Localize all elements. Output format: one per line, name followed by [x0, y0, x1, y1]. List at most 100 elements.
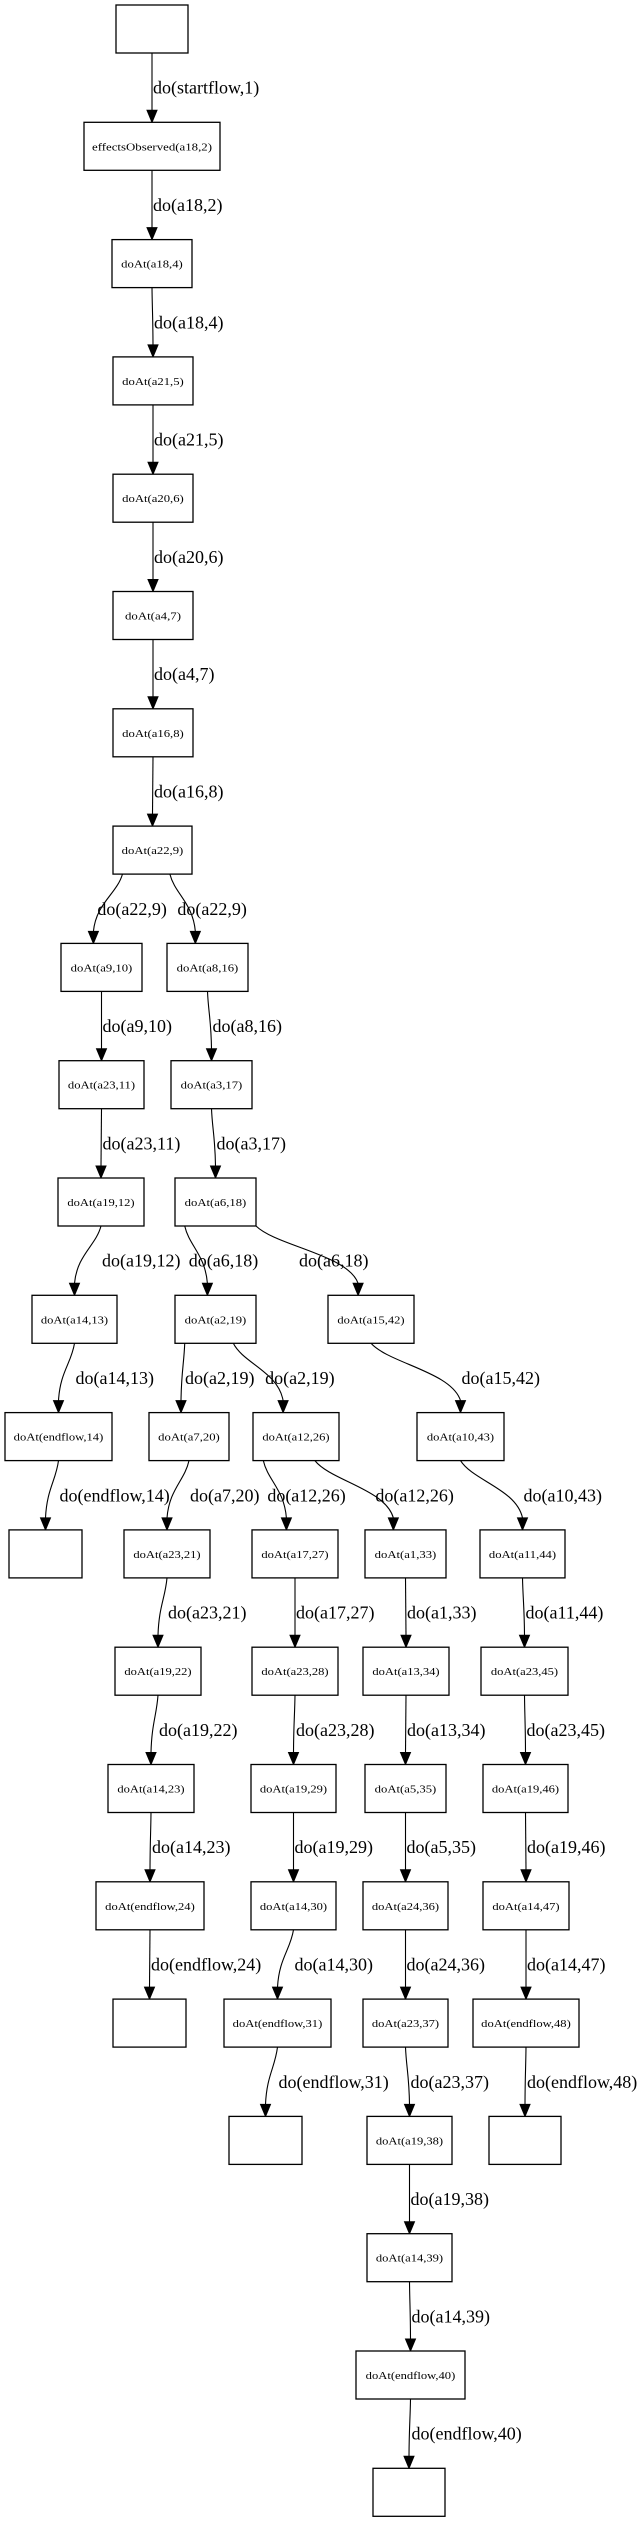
arrowhead-icon: [403, 2455, 415, 2470]
node-label: doAt(a19,22): [124, 1666, 192, 1678]
node-label: doAt(endflow,40): [366, 2370, 456, 2382]
graph-node: doAt(a3,17): [170, 1060, 253, 1110]
arrowhead-icon: [143, 1986, 156, 2001]
node-box: [372, 2467, 446, 2517]
edge-label: do(a2,19): [185, 1368, 254, 1389]
edge-label: do(a23,37): [411, 2072, 489, 2093]
graph-node: doAt(a14,30): [250, 1881, 337, 1931]
arrowhead-icon: [518, 1634, 531, 1649]
arrowhead-icon: [161, 1517, 173, 1532]
arrowhead-icon: [519, 1752, 532, 1766]
node-label: doAt(a22,9): [122, 845, 184, 857]
edge-label: do(a4,7): [154, 664, 214, 685]
edge-label: do(a19,46): [527, 1837, 605, 1858]
arrowhead-icon: [95, 1165, 107, 1180]
graph-node: doAt(a12,26): [252, 1411, 340, 1462]
edge-label: do(a23,21): [168, 1603, 246, 1624]
node-box: [366, 2115, 453, 2166]
node-box: [112, 708, 194, 758]
node-label: doAt(a21,5): [122, 376, 184, 388]
edge-label: do(a14,30): [295, 1954, 373, 1975]
arrowhead-icon: [454, 1400, 467, 1414]
node-box: [57, 1177, 145, 1227]
edge-line: [44, 1460, 60, 1518]
node-box: [111, 238, 193, 289]
edge-label: do(a24,36): [407, 1954, 485, 1975]
graph-node: doAt(a2,19): [174, 1294, 257, 1344]
graph-node-empty: [228, 2115, 303, 2166]
edge-label: do(endflow,24): [151, 1954, 261, 1975]
arrowhead-icon: [289, 1634, 301, 1649]
arrowhead-icon: [146, 109, 158, 124]
node-label: doAt(endflow,48): [481, 2018, 571, 2030]
edge-line: [100, 1108, 103, 1167]
node-box: [482, 1763, 569, 1814]
edge-label: do(a20,6): [154, 547, 223, 568]
edge-line: [73, 1225, 102, 1284]
edge-label: do(a18,2): [153, 195, 222, 216]
node-label: doAt(a4,7): [125, 611, 181, 623]
edge-label: do(a23,28): [296, 1720, 374, 1741]
node-box: [8, 1529, 83, 1579]
arrowhead-icon: [144, 1869, 156, 1884]
graph-node: doAt(a8,16): [166, 942, 249, 993]
arrowhead-icon: [520, 1869, 532, 1884]
graph-node-empty: [115, 4, 189, 54]
node-box: [148, 1411, 230, 1462]
arrowhead-icon: [280, 1517, 293, 1532]
edge-line: [184, 1225, 208, 1284]
arrowhead-icon: [145, 1752, 157, 1766]
arrowhead-icon: [147, 696, 159, 711]
node-label: doAt(a9,10): [71, 962, 133, 974]
node-label: doAt(a17,27): [261, 1549, 329, 1561]
edge-line: [460, 1460, 524, 1519]
node-label: doAt(endflow,24): [105, 1901, 195, 1913]
arrowhead-icon: [147, 461, 159, 476]
node-box: [174, 1177, 257, 1227]
graph-node: doAt(endflow,14): [4, 1411, 113, 1462]
graph-node: doAt(a17,27): [251, 1529, 339, 1579]
edges-layer: do(startflow,1)do(a18,2)do(a18,4)do(a21,…: [39, 53, 637, 2470]
node-box: [58, 1060, 145, 1110]
graph-node: doAt(a15,42): [327, 1294, 415, 1344]
edge-label: do(a19,22): [159, 1720, 237, 1741]
edge-label: do(endflow,14): [60, 1485, 170, 1506]
edge-line: [404, 1577, 407, 1636]
edge-label: do(a6,18): [299, 1251, 368, 1272]
node-box: [416, 1411, 505, 1462]
edge-label: do(a18,4): [154, 312, 223, 333]
node-label: doAt(a23,28): [261, 1666, 329, 1678]
node-box: [174, 1294, 257, 1344]
arrowhead-icon: [152, 1634, 164, 1649]
graph-node-empty: [8, 1529, 83, 1579]
arrowhead-icon: [209, 1165, 222, 1180]
node-box: [472, 1998, 580, 2048]
graph-node: doAt(a23,21): [123, 1529, 211, 1579]
node-box: [112, 1998, 187, 2048]
node-label: doAt(a7,20): [158, 1432, 220, 1444]
node-box: [112, 356, 194, 406]
arrowhead-icon: [189, 930, 202, 945]
edge-label: do(a11,44): [526, 1603, 604, 1624]
arrowhead-icon: [403, 2103, 416, 2118]
edge-line: [232, 1343, 284, 1401]
node-label: doAt(a11,44): [489, 1549, 557, 1561]
graph-node: doAt(a21,5): [112, 356, 194, 406]
node-label: doAt(a19,46): [492, 1784, 560, 1796]
node-box: [107, 1763, 195, 1814]
arrowhead-icon: [87, 930, 100, 945]
node-label: doAt(a6,18): [185, 1197, 247, 1209]
edge-label: do(a16,8): [154, 781, 223, 802]
node-box: [355, 2350, 466, 2400]
graph-node: doAt(a6,18): [174, 1177, 257, 1227]
arrowhead-icon: [399, 1869, 412, 1884]
edge-line: [210, 1108, 217, 1167]
graph-node: doAt(a13,34): [362, 1646, 450, 1696]
node-box: [362, 1881, 449, 1931]
node-box: [112, 825, 193, 875]
graph-node: doAt(endflow,48): [472, 1998, 580, 2048]
node-box: [488, 2115, 562, 2166]
node-box: [327, 1294, 415, 1344]
edge-label: do(endflow,31): [279, 2072, 389, 2093]
node-label: doAt(a24,36): [372, 1901, 440, 1913]
